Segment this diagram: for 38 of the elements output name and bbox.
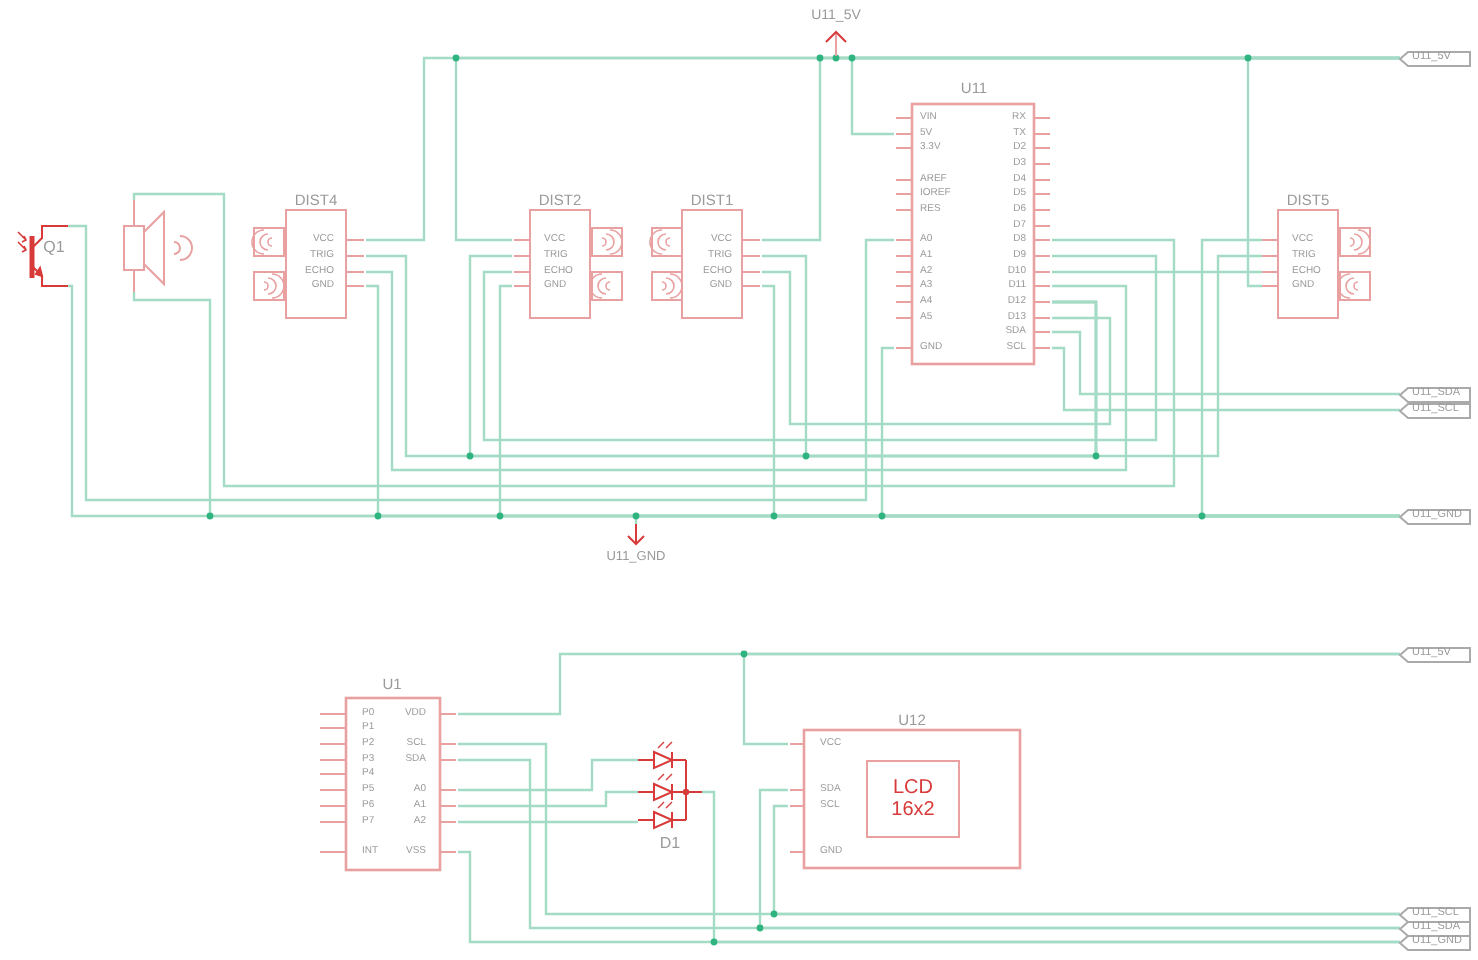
wire	[1052, 254, 1262, 458]
net-port	[1400, 403, 1470, 417]
wire	[762, 254, 1098, 458]
wire	[482, 254, 1158, 442]
wire	[458, 820, 638, 824]
wire	[366, 270, 1128, 472]
net-port	[1400, 509, 1470, 523]
wire	[132, 192, 1176, 488]
net-port	[1400, 51, 1470, 65]
lcd-screen	[866, 760, 960, 838]
wire	[68, 224, 894, 502]
wire	[458, 790, 638, 808]
net-port	[1400, 907, 1470, 921]
net-port	[1400, 935, 1470, 949]
ultrasonic-sensor-symbol	[512, 188, 626, 318]
microcontroller-symbol	[894, 76, 1052, 366]
display-module-symbol	[788, 708, 1022, 870]
io-expander-symbol	[318, 672, 458, 872]
wire	[1052, 270, 1262, 274]
ultrasonic-sensor-symbol	[1262, 188, 1374, 318]
component-label: D1	[659, 836, 681, 852]
wire	[1200, 238, 1400, 518]
wire	[1246, 56, 1400, 288]
net-port	[1400, 921, 1470, 935]
component-label: Q1	[43, 240, 65, 256]
wire	[762, 270, 1112, 426]
net-port	[1400, 387, 1470, 401]
wire	[772, 804, 1400, 916]
wire	[702, 790, 1400, 944]
net-port	[1400, 647, 1470, 661]
ultrasonic-sensor-symbol	[252, 188, 366, 318]
wire	[758, 788, 1400, 930]
ultrasonic-sensor-symbol	[650, 188, 762, 318]
wire	[458, 758, 638, 792]
wire	[1052, 346, 1400, 412]
display-label: LCD 16x2	[889, 776, 937, 822]
wire	[1052, 330, 1400, 396]
wire	[742, 652, 1400, 746]
